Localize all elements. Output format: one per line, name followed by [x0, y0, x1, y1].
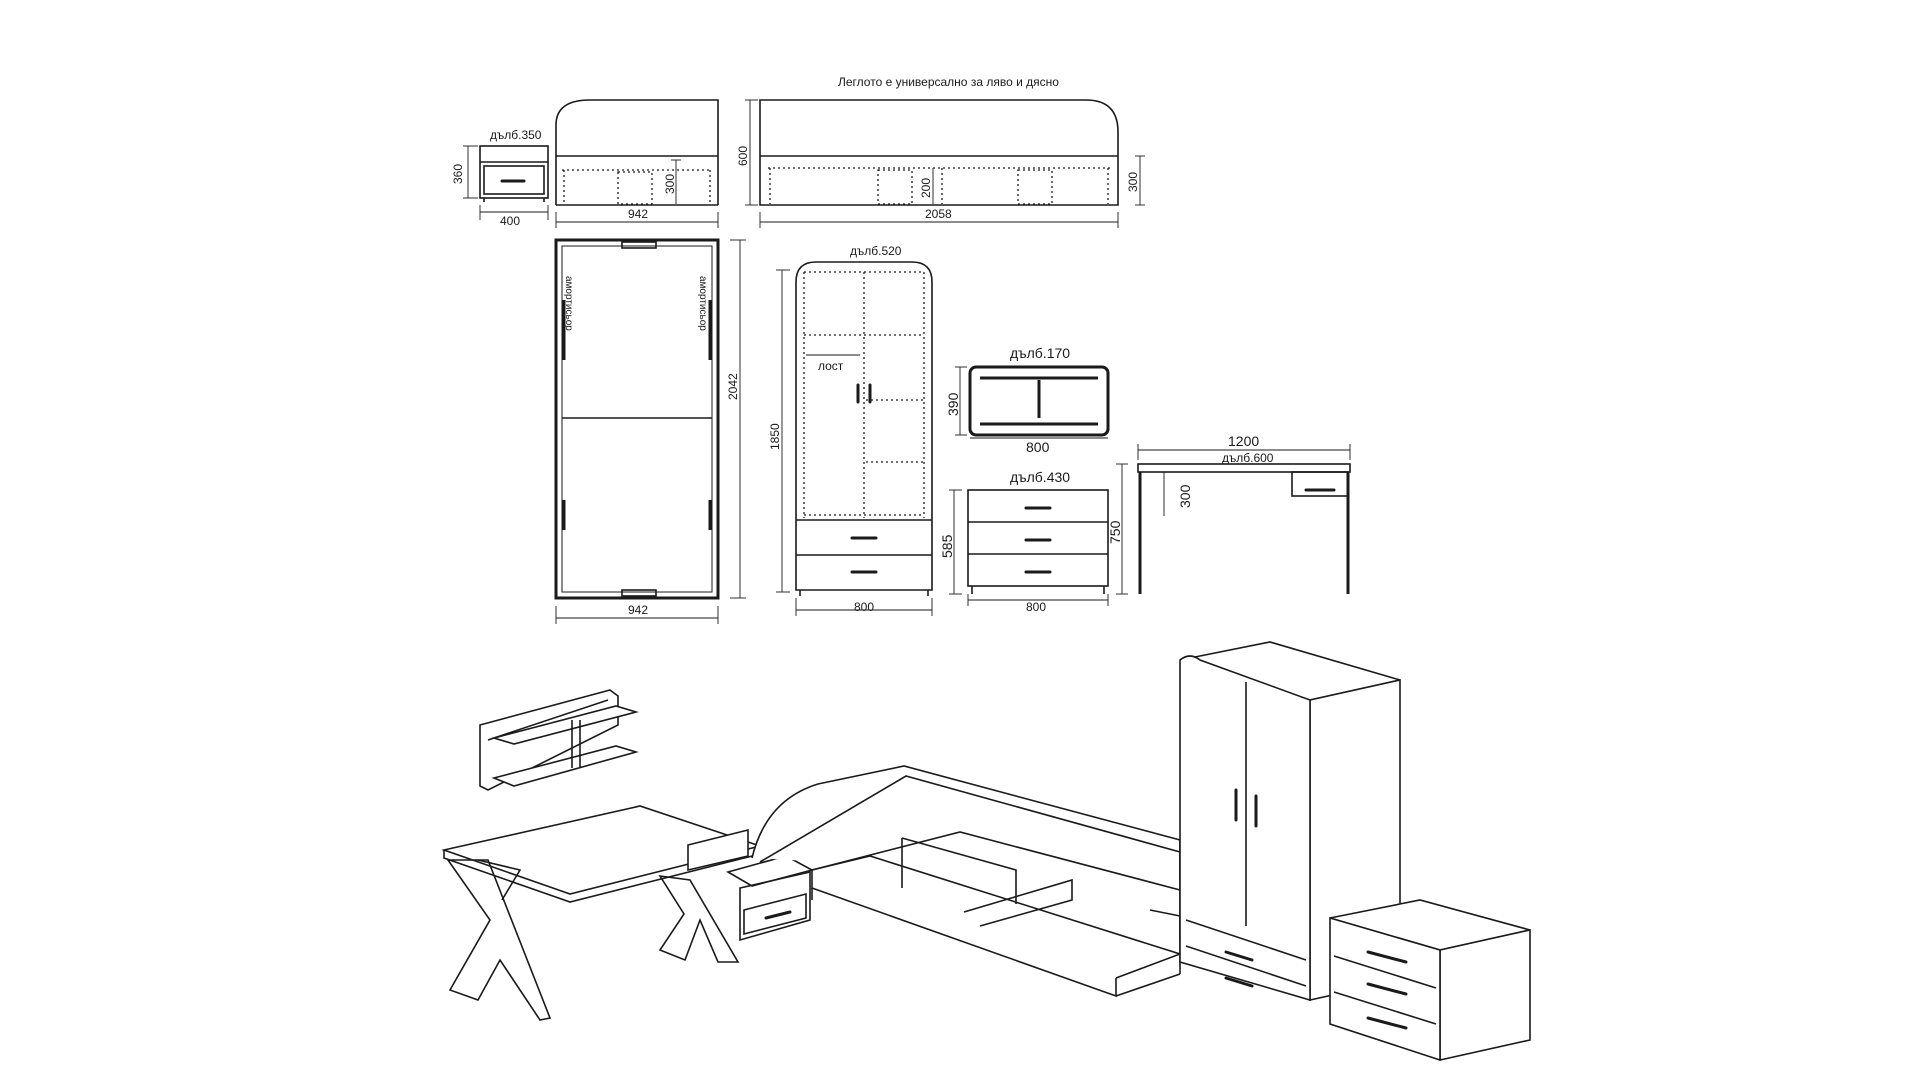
furniture-3d-view — [441, 641, 1531, 1062]
dresser-height-label: 585 — [939, 534, 955, 558]
nightstand-width-label: 400 — [500, 214, 520, 228]
shelf-depth-label: дълб.170 — [1010, 345, 1070, 361]
wardrobe-height-label: 1850 — [768, 423, 782, 450]
bed-3d — [751, 765, 1183, 998]
bed-head-width-label: 942 — [628, 207, 648, 221]
nightstand-3d — [725, 855, 815, 942]
shelf-front-view: дълб.170 390 800 — [945, 345, 1110, 455]
shock-absorber-right-label: амортисьор — [697, 276, 708, 331]
bed-side-drawer-height-label: 200 — [919, 178, 933, 198]
bed-side-view: 600 200 300 2058 — [736, 99, 1145, 228]
dresser-width-label: 800 — [1026, 600, 1046, 614]
wardrobe-front-view: лост дълб.520 1850 800 — [768, 244, 933, 616]
desk-width-label: 1200 — [1228, 433, 1259, 449]
wardrobe-rod-label: лост — [818, 359, 844, 373]
bed-top-length-label: 2042 — [726, 373, 740, 400]
bed-side-height-label: 600 — [736, 146, 750, 166]
shock-absorber-left-label: амортисьор — [563, 276, 574, 331]
shelf-height-label: 390 — [945, 392, 961, 416]
shelf-3d — [479, 689, 639, 791]
wardrobe-width-label: 800 — [854, 600, 874, 614]
bed-length-label: 2058 — [925, 207, 952, 221]
bed-head-view: 300 942 — [555, 99, 719, 228]
bed-head-height-label: 300 — [663, 174, 677, 194]
desk-3d — [441, 805, 763, 1021]
desk-front-view: 1200 дълб.600 300 750 — [1107, 433, 1351, 595]
desk-depth-label: дълб.600 — [1222, 451, 1274, 465]
universal-bed-note: Леглото е универсално за ляво и дясно — [838, 75, 1059, 89]
wardrobe-depth-label: дълб.520 — [850, 244, 902, 258]
nightstand-depth-label: дълб.350 — [490, 128, 542, 142]
shelf-width-label: 800 — [1026, 439, 1050, 455]
bed-top-view: амортисьор амортисьор 2042 942 — [554, 238, 746, 624]
bed-top-width-label: 942 — [628, 603, 648, 617]
dresser-front-view: дълб.430 585 800 — [939, 469, 1109, 614]
dresser-3d — [1329, 899, 1531, 1062]
desk-height-label: 750 — [1107, 520, 1123, 544]
desk-drawer-height-label: 300 — [1177, 484, 1193, 508]
nightstand-front-view: дълб.350 360 400 — [451, 128, 549, 228]
bed-side-board-height-label: 300 — [1126, 172, 1140, 192]
dresser-depth-label: дълб.430 — [1010, 469, 1070, 485]
nightstand-height-label: 360 — [451, 164, 465, 184]
